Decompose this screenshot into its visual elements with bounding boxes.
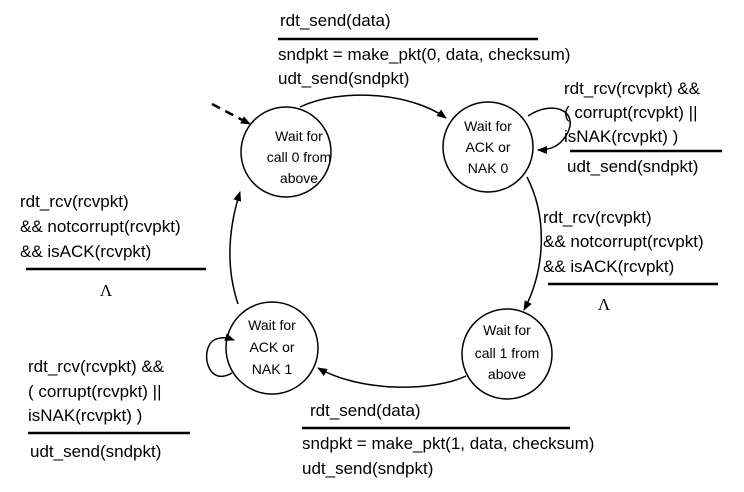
state-label-line: Wait for [464, 118, 512, 134]
event-label: && isACK(rcvpkt) [20, 242, 151, 261]
state-label-line: above [280, 170, 318, 186]
event-label: isNAK(rcvpkt) ) [28, 406, 142, 425]
arrow-ack1-to-call0 [229, 191, 242, 305]
state-label-line: ACK or [465, 139, 510, 155]
state-label-line: call 0 from [267, 149, 332, 165]
event-label: rdt_rcv(rcvpkt) && [28, 357, 165, 376]
state-label-line: ACK or [249, 339, 294, 355]
state-label-line: NAK 0 [468, 160, 509, 176]
action-label: sndpkt = make_pkt(0, data, checksum) [278, 45, 570, 64]
transition-ack0-to-call1: rdt_rcv(rcvpkt) && notcorrupt(rcvpkt) &&… [543, 208, 718, 314]
state-wait-call-0: Wait for call 0 from above [240, 106, 332, 198]
event-label: && isACK(rcvpkt) [543, 257, 674, 276]
event-label: ( corrupt(rcvpkt) || [564, 103, 698, 122]
state-label-line: above [488, 366, 526, 382]
event-label: isNAK(rcvpkt) ) [564, 127, 678, 146]
event-label: rdt_rcv(rcvpkt) [543, 208, 652, 227]
state-label-line: Wait for [248, 317, 296, 333]
arrow-call1-to-ack1 [317, 367, 467, 388]
state-label-line: Wait for [483, 322, 531, 338]
transition-ack1-self: rdt_rcv(rcvpkt) && ( corrupt(rcvpkt) || … [28, 357, 190, 461]
action-label: sndpkt = make_pkt(1, data, checksum) [302, 434, 594, 453]
action-label: udt_send(sndpkt) [302, 459, 433, 478]
transition-ack0-self: rdt_rcv(rcvpkt) && ( corrupt(rcvpkt) || … [564, 79, 722, 176]
state-label-line: Wait for [275, 128, 323, 144]
event-label: && notcorrupt(rcvpkt) [543, 232, 704, 251]
transition-call0-to-ack0: rdt_send(data) sndpkt = make_pkt(0, data… [278, 11, 570, 88]
state-wait-call-1: Wait for call 1 from above [461, 308, 553, 400]
arrow-ack1-self-loop [206, 333, 235, 377]
state-wait-ack-0: Wait for ACK or NAK 0 [442, 101, 534, 193]
event-label: rdt_rcv(rcvpkt) && [564, 79, 701, 98]
state-wait-ack-1: Wait for ACK or NAK 1 [225, 301, 319, 395]
initial-state-arrow [211, 102, 251, 126]
action-label: udt_send(sndpkt) [30, 442, 161, 461]
arrow-call0-to-ack0 [299, 94, 447, 119]
event-label: rdt_send(data) [310, 401, 421, 420]
event-label: rdt_send(data) [280, 11, 391, 30]
transition-call1-to-ack1: rdt_send(data) sndpkt = make_pkt(1, data… [302, 401, 594, 478]
action-label: udt_send(sndpkt) [278, 69, 409, 88]
action-label: udt_send(sndpkt) [567, 157, 698, 176]
event-label: rdt_rcv(rcvpkt) [20, 192, 129, 211]
state-label-line: call 1 from [475, 345, 540, 361]
event-label: && notcorrupt(rcvpkt) [20, 217, 181, 236]
arrow-ack0-self-loop [527, 107, 571, 154]
event-label: ( corrupt(rcvpkt) || [28, 382, 162, 401]
state-label-line: NAK 1 [252, 361, 293, 377]
arrow-ack0-to-call1 [523, 176, 542, 311]
transition-ack1-to-call0: rdt_rcv(rcvpkt) && notcorrupt(rcvpkt) &&… [20, 192, 206, 300]
lambda-action: Λ [100, 281, 113, 300]
lambda-action: Λ [598, 295, 611, 314]
